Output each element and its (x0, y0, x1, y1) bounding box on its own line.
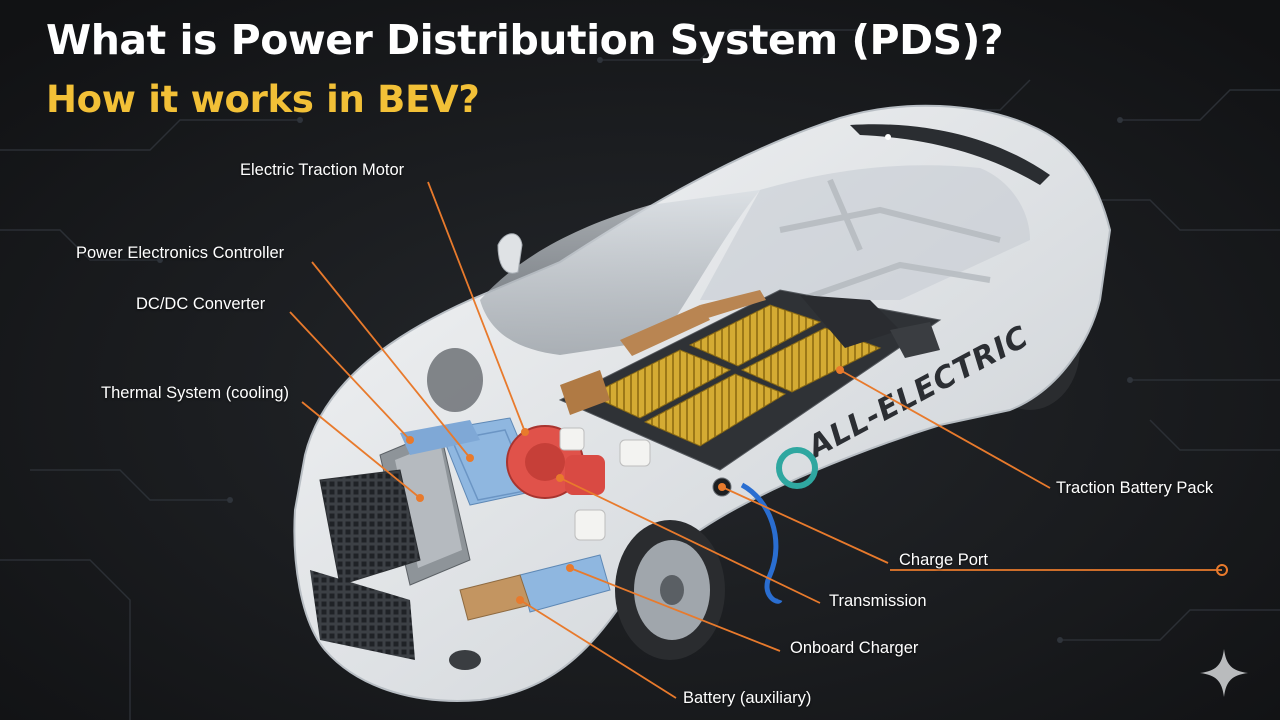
label-transmission: Transmission (829, 592, 927, 610)
battery-modules (560, 290, 940, 447)
lower-grille (310, 570, 415, 660)
front-grille (319, 469, 421, 586)
front-wheel (615, 520, 725, 660)
coolant-reservoirs (559, 427, 651, 541)
sparkle-icon (1200, 649, 1248, 697)
label-dc-dc-converter: DC/DC Converter (136, 295, 266, 313)
rear-glass (700, 165, 1030, 300)
label-charge-port: Charge Port (899, 551, 988, 569)
label-traction-battery-pack: Traction Battery Pack (1056, 479, 1214, 497)
label-power-electronics-controller: Power Electronics Controller (76, 244, 285, 262)
label-thermal-system: Thermal System (cooling) (101, 384, 289, 402)
page-title: What is Power Distribution System (PDS)? (46, 16, 1004, 64)
auxiliary-battery-unit (459, 574, 531, 621)
charging-cable (740, 482, 783, 604)
side-mirror (497, 233, 523, 274)
label-onboard-charger: Onboard Charger (790, 639, 919, 657)
windshield (480, 190, 760, 355)
leader-dots (406, 366, 844, 604)
leader-lines (289, 181, 1222, 699)
power-electronics-controller (400, 420, 480, 455)
charge-port-end-marker (1216, 564, 1228, 576)
label-electric-traction-motor: Electric Traction Motor (240, 161, 405, 179)
label-battery-auxiliary: Battery (auxiliary) (683, 689, 812, 707)
page-subtitle: How it works in BEV? (46, 78, 480, 121)
